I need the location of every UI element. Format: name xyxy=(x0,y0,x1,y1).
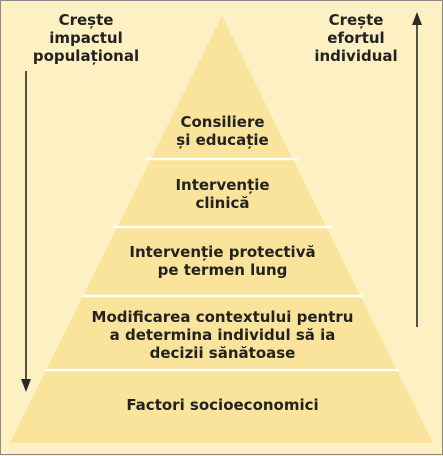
level-line: Modificarea contextului pentru xyxy=(91,308,354,326)
label-line: efortul xyxy=(327,29,385,47)
level-line: Factori socioeconomici xyxy=(126,396,319,414)
level-line: decizii sănătoase xyxy=(149,344,296,362)
population-impact-label: Crește impactul populațional xyxy=(23,11,149,65)
arrow-up-icon xyxy=(412,12,422,327)
level-line: Consiliere xyxy=(180,113,265,131)
level-line: Intervenție xyxy=(175,176,270,194)
level-clinical-intervention: Intervenție clinică xyxy=(1,176,443,212)
arrow-down-icon xyxy=(21,71,31,392)
label-line: populațional xyxy=(32,47,140,65)
label-line: Crește xyxy=(328,11,384,29)
level-long-term-protective: Intervenție protectivă pe termen lung xyxy=(1,243,443,279)
label-line: individual xyxy=(314,47,398,65)
individual-effort-label: Crește efortul individual xyxy=(309,11,403,65)
level-context-change: Modificarea contextului pentru a determi… xyxy=(1,308,443,362)
level-line: și educație xyxy=(176,131,269,149)
level-socioeconomic-factors: Factori socioeconomici xyxy=(1,396,443,414)
level-counseling-education: Consiliere și educație xyxy=(1,113,443,149)
level-line: pe termen lung xyxy=(157,261,288,279)
level-line: Intervenție protectivă xyxy=(129,243,316,261)
level-line: a determina individul să ia xyxy=(109,326,336,344)
pyramid-shape xyxy=(10,16,433,443)
level-line: clinică xyxy=(195,194,250,212)
label-line: impactul xyxy=(49,29,123,47)
label-line: Crește xyxy=(58,11,114,29)
